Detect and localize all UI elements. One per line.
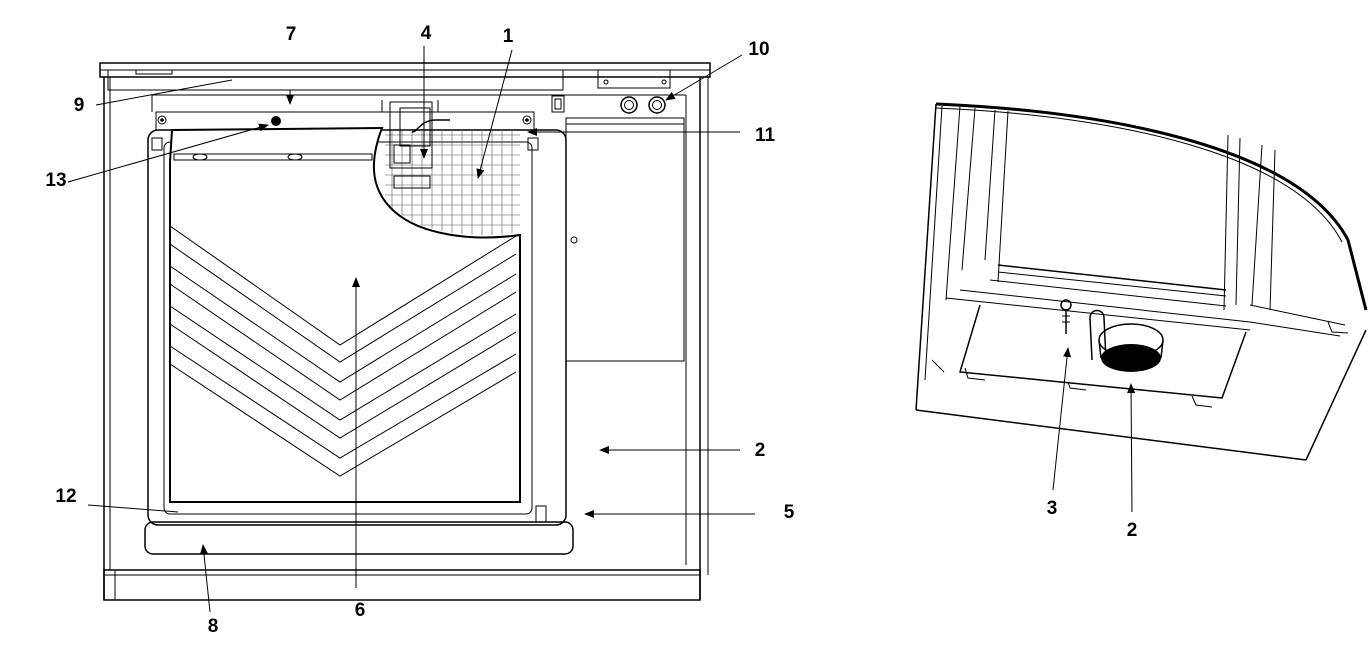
upper-bracket [155,111,535,131]
water-curtain [169,126,521,503]
callout-6: 6 [355,600,366,621]
callout-8: 8 [208,616,219,637]
callout-13: 13 [45,170,66,191]
front-view-leaders [67,46,755,613]
callout-5: 5 [784,502,795,523]
callout-1: 1 [503,26,514,47]
front-view-unit [99,62,711,601]
top-cover [99,62,711,91]
callout-7: 7 [286,24,297,45]
cabinet-body [103,77,709,600]
water-sensor-assembly [381,100,450,189]
callout-2: 2 [755,440,766,461]
control-panel [551,95,685,362]
callout-12: 12 [55,486,76,507]
detail-leaders [1052,347,1136,513]
evaporator-grid [385,130,520,235]
callout-10: 10 [748,39,769,60]
drain-outlet [1089,309,1164,372]
detail-callout-2: 2 [1127,520,1138,541]
ice-deflector [144,521,574,555]
detail-callouts: 2 3 [1047,498,1138,541]
base [103,569,701,601]
front-view-callouts: 1 2 4 5 6 7 8 9 10 11 12 13 [45,23,794,637]
detail-view-bin [915,102,1368,461]
float-screw [1060,299,1072,334]
callout-4: 4 [421,23,432,44]
detail-callout-3: 3 [1047,498,1058,519]
callout-9: 9 [74,95,85,116]
callout-11: 11 [755,125,776,146]
